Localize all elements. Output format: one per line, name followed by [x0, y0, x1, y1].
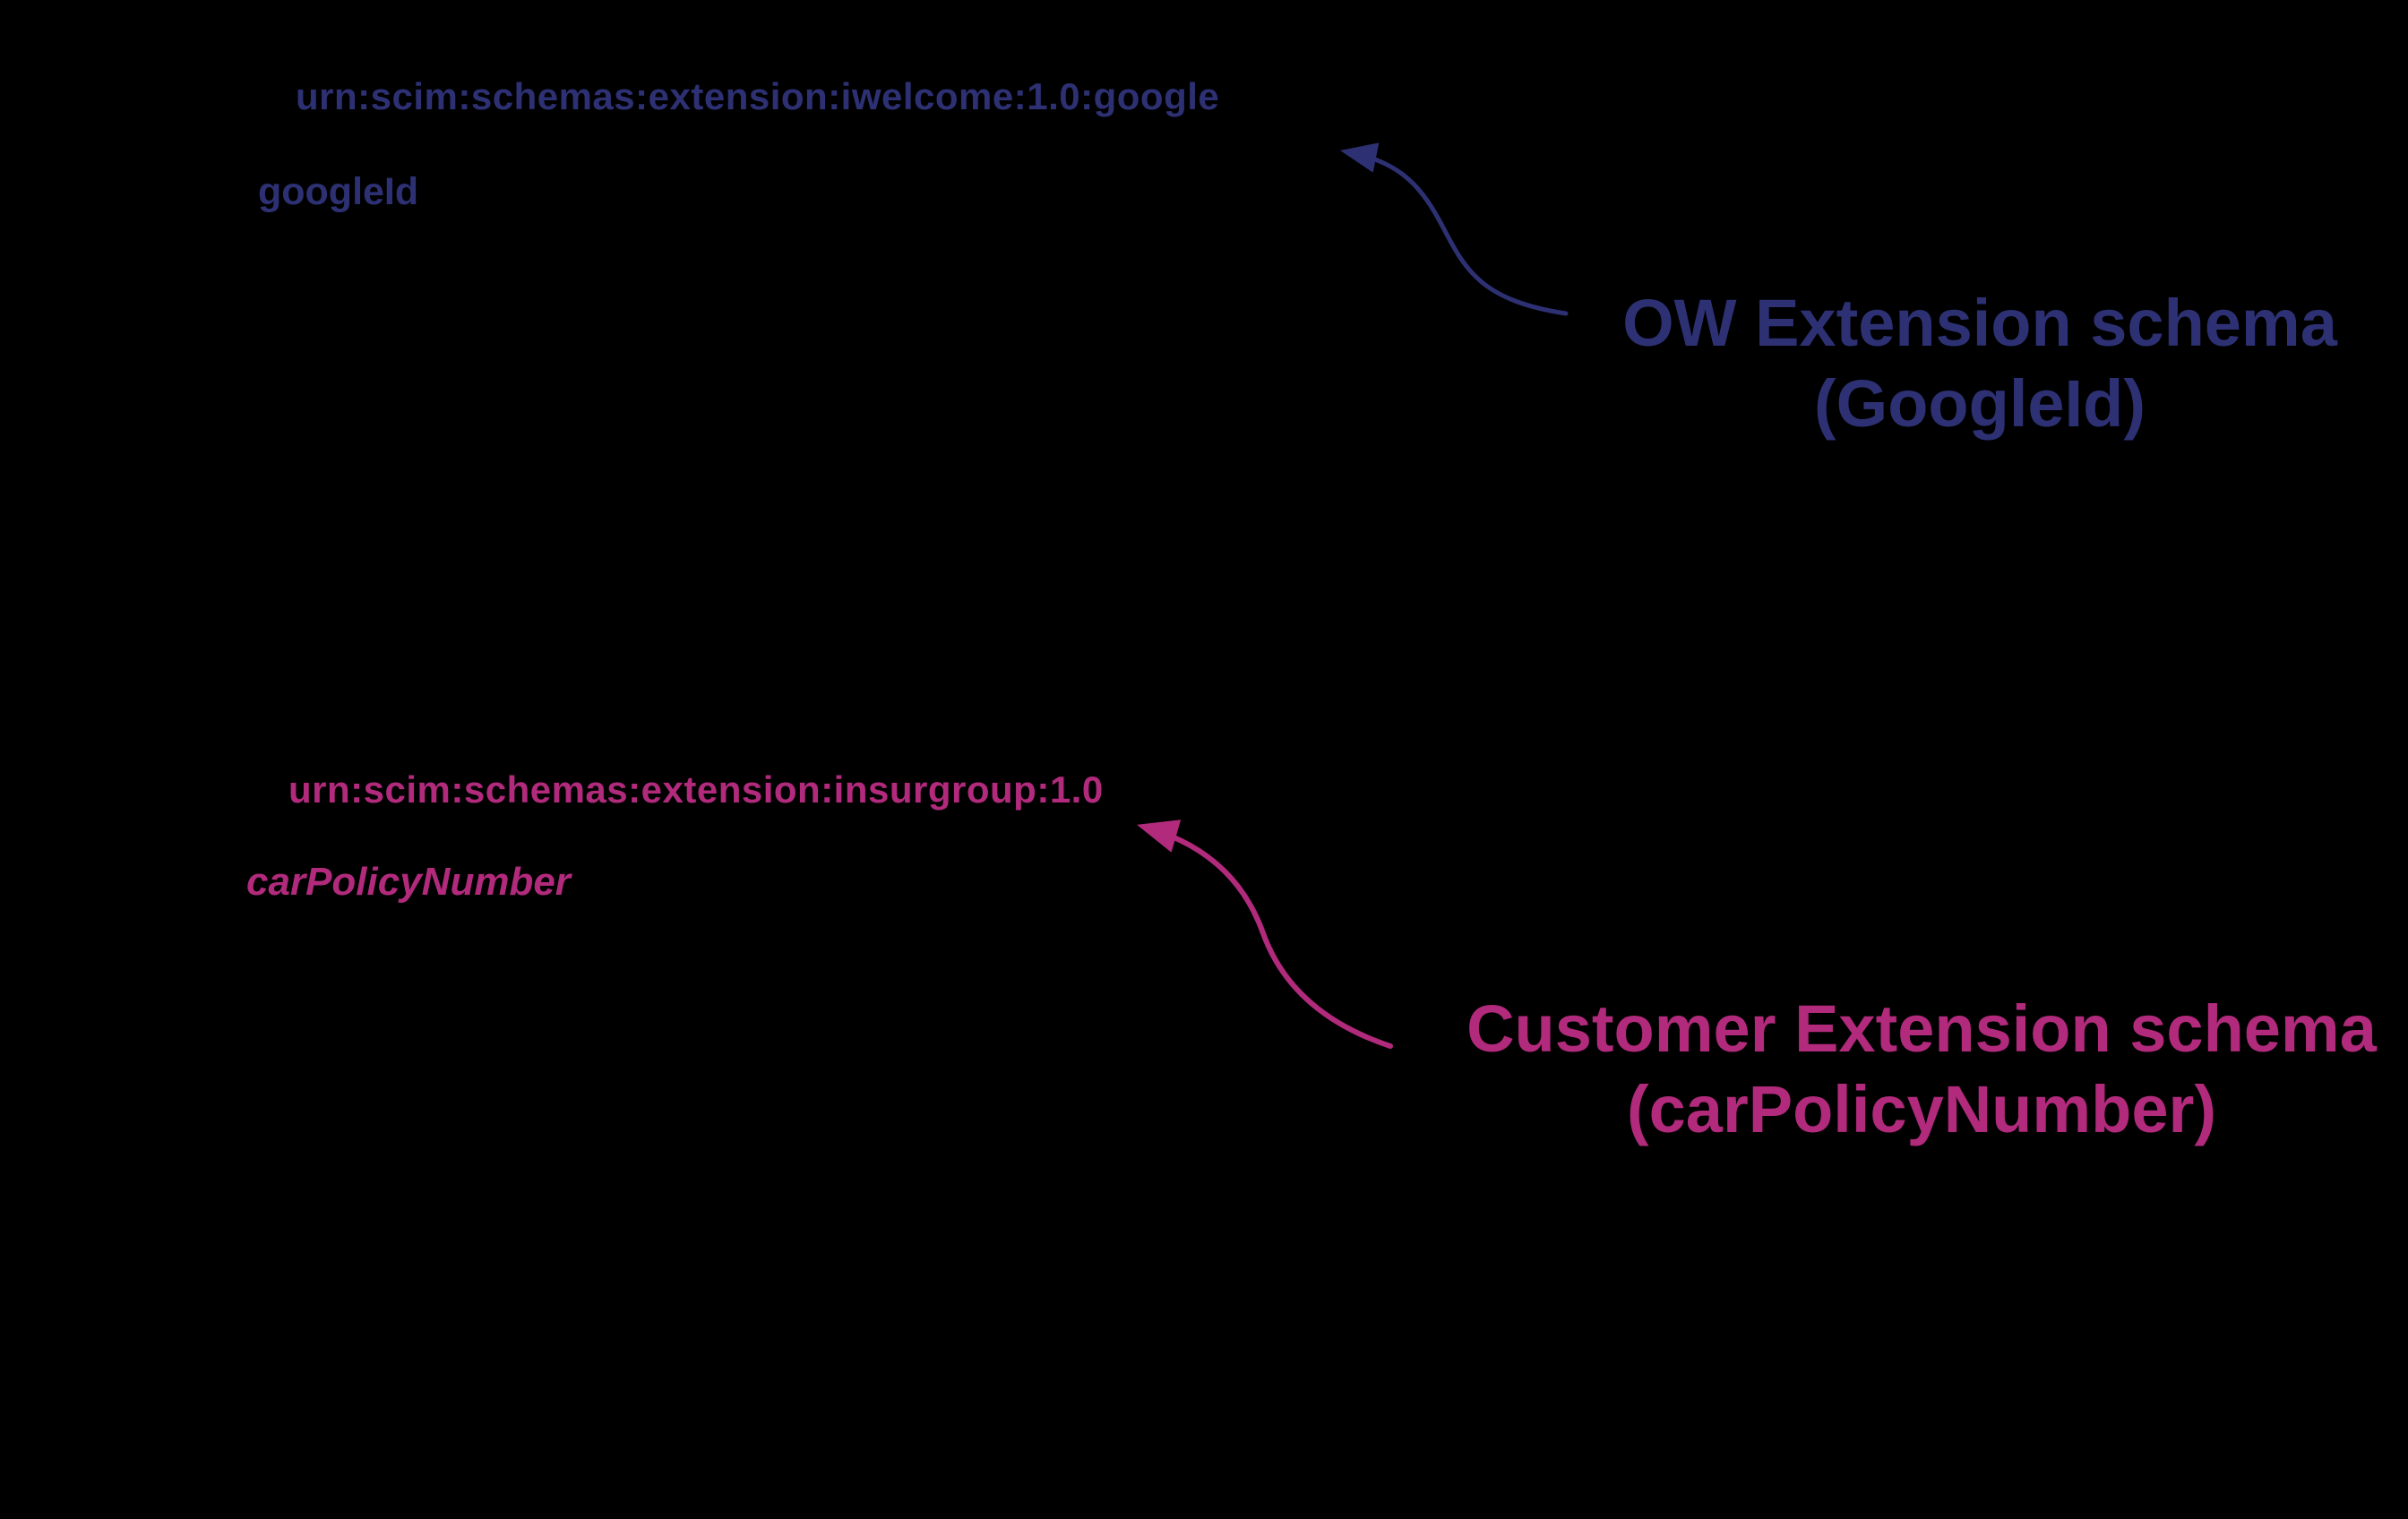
- googleid-attribute-text: googleId: [258, 170, 419, 213]
- curved-arrow-icon-google-extension: [1339, 142, 1569, 316]
- curved-arrow-icon-customer-extension: [1137, 820, 1393, 1049]
- iwelcome-extension-urn-text: urn:scim:schemas:extension:iwelcome:1.0:…: [296, 75, 1220, 117]
- carpolicynumber-attribute-text: carPolicyNumber: [246, 860, 571, 904]
- customer-extension-schema-label-line2: (carPolicyNumber): [1627, 1072, 2216, 1146]
- ow-extension-schema-label-line2: (GoogleId): [1814, 366, 2146, 441]
- ow-extension-schema-label: OW Extension schema (GoogleId): [1559, 283, 2401, 444]
- customer-extension-schema-label-line1: Customer Extension schema: [1466, 991, 2377, 1066]
- customer-extension-schema-label: Customer Extension schema (carPolicyNumb…: [1442, 989, 2401, 1150]
- ow-extension-schema-label-line1: OW Extension schema: [1622, 286, 2337, 360]
- insurgroup-extension-urn-text: urn:scim:schemas:extension:insurgroup:1.…: [288, 768, 1104, 811]
